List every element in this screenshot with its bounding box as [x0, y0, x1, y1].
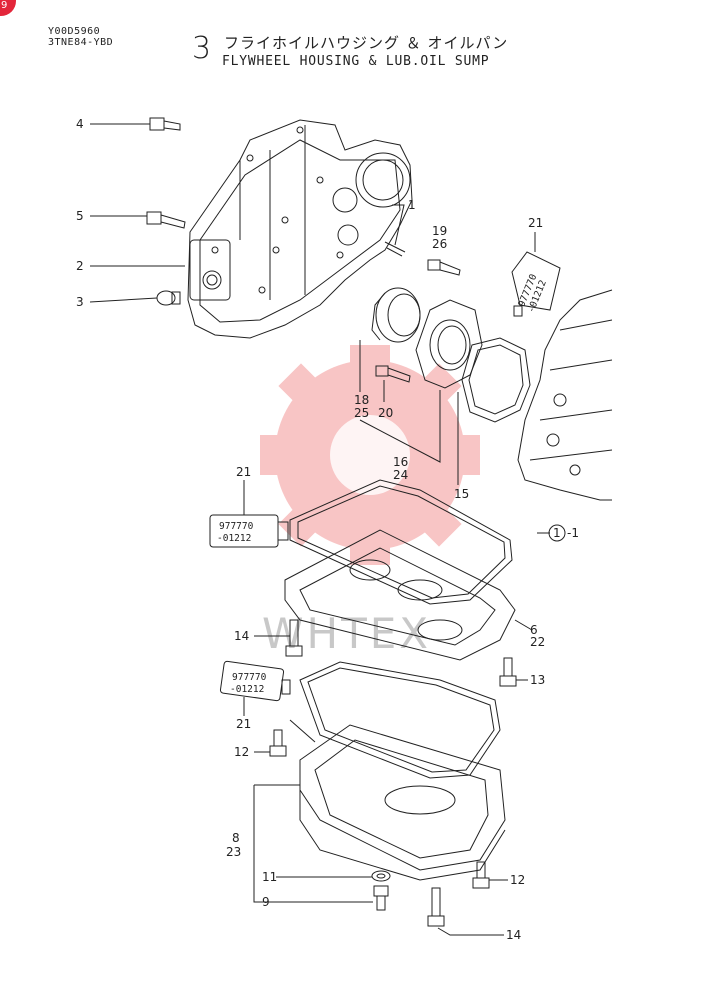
reference-circle [548, 524, 566, 542]
bolt-14-upper [285, 619, 303, 657]
callout-24: 24 [393, 468, 408, 482]
model-code: 3TNE84-YBD [48, 37, 114, 48]
callout-16: 16 [393, 455, 408, 469]
callout-9: 9 [262, 895, 270, 909]
callout-26: 26 [432, 237, 447, 251]
callout-25: 25 [354, 406, 369, 420]
dowel-pin-1 [384, 241, 406, 257]
title-japanese: フライホイルハウジング ＆ オイルパン [224, 34, 509, 52]
engine-block [517, 289, 613, 501]
callout-20: 20 [378, 406, 393, 420]
callout-6: 6 [530, 623, 538, 637]
flywheel-housing [187, 119, 413, 339]
bolt-5 [146, 211, 186, 229]
section-number: 3 [192, 31, 212, 66]
oil-pan-6 [284, 529, 516, 661]
callout-11: 11 [262, 870, 277, 884]
gear-hub [330, 415, 410, 495]
oil-seal-18 [371, 287, 421, 343]
page-badge-number: 9 [1, 0, 8, 11]
tube-mid-line2: -01212 [217, 533, 251, 544]
sealant-tube-low [219, 660, 291, 702]
sealant-tube-top [511, 251, 561, 317]
gasket-lower [299, 661, 501, 779]
callout-3: 3 [76, 295, 84, 309]
callout-labels: 4 5 2 3 1 19 26 21 18 25 20 16 24 15 21 … [76, 117, 579, 942]
oil-sump-8 [299, 724, 506, 881]
callout-14-lower: 14 [506, 928, 521, 942]
callout-12-left: 12 [234, 745, 249, 759]
callout-23: 23 [226, 845, 241, 859]
tube-low-line1: 977770 [232, 672, 267, 683]
callout-1: 1 [408, 198, 416, 212]
callout-21-low: 21 [236, 717, 251, 731]
callout-4: 4 [76, 117, 84, 131]
callout-12-right: 12 [510, 873, 525, 887]
title-english: FLYWHEEL HOUSING & LUB.OIL SUMP [222, 54, 490, 69]
bolt-20 [375, 365, 411, 383]
callout-21-mid: 21 [236, 465, 251, 479]
callout-19: 19 [432, 224, 447, 238]
gasket-upper [289, 479, 513, 605]
bolt-12-left [269, 729, 287, 757]
callout-22: 22 [530, 635, 545, 649]
bolt-14-lower [427, 887, 445, 927]
callout-8: 8 [232, 831, 240, 845]
reference-circle-number: 1 [553, 526, 561, 540]
bolt-13 [499, 657, 517, 687]
callout-18: 18 [354, 393, 369, 407]
callout-15: 15 [454, 487, 469, 501]
callout-5: 5 [76, 209, 84, 223]
callout-13: 13 [530, 673, 545, 687]
gasket-15 [461, 337, 531, 423]
reference-suffix: -1 [567, 526, 579, 540]
drain-plug-9 [373, 885, 389, 911]
bolt-12-right [472, 861, 490, 889]
reference-code: Y00D5960 [48, 26, 101, 37]
bolt-4 [149, 117, 181, 131]
tube-low-line2: -01212 [230, 684, 264, 695]
plug-3 [156, 290, 181, 306]
callout-14-upper: 14 [234, 629, 249, 643]
callout-21-top: 21 [528, 216, 543, 230]
bolt-19 [427, 259, 461, 276]
tube-mid-line1: 977770 [219, 521, 254, 532]
leader-lines [89, 123, 550, 936]
callout-2: 2 [76, 259, 84, 273]
washer-11 [371, 870, 391, 882]
